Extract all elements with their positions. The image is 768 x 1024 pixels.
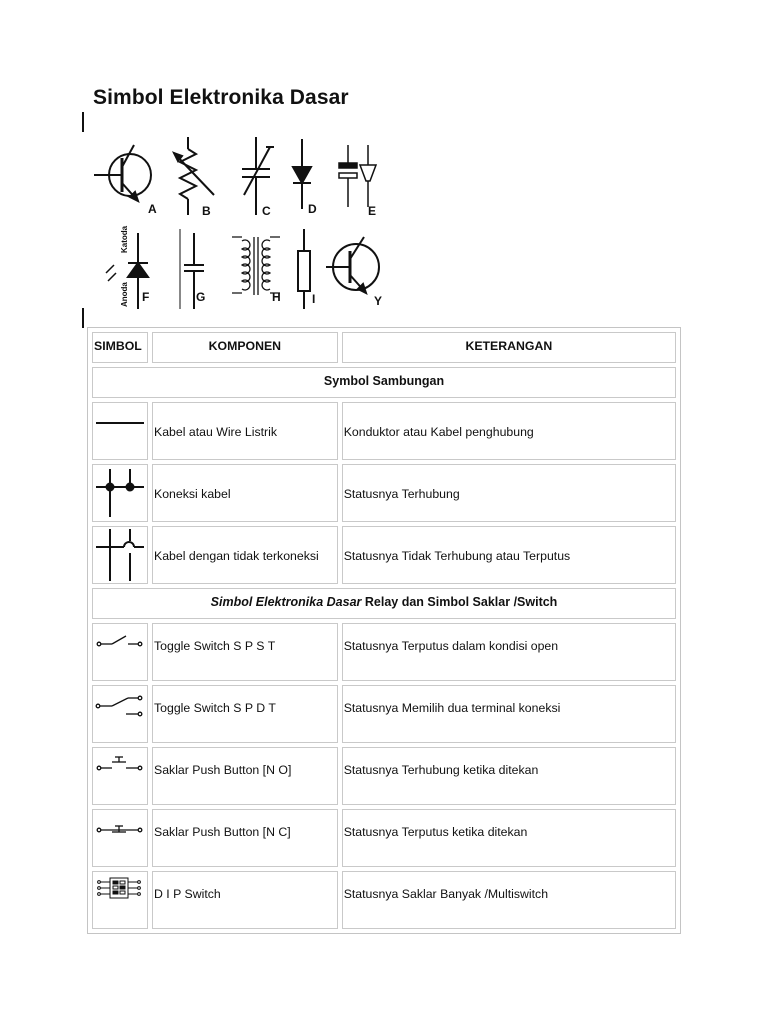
header-simbol: SIMBOL [92, 332, 148, 363]
transformer-symbol-h: H [232, 236, 281, 304]
dip-switch-symbol [92, 871, 148, 929]
row-keterangan: Statusnya Saklar Banyak /Multiswitch [341, 871, 676, 929]
table-row: Koneksi kabel Statusnya Terhubung [92, 464, 676, 522]
section-row: Symbol Sambungan [92, 367, 676, 398]
row-keterangan: Statusnya Terhubung [341, 464, 676, 522]
table-header-row: SIMBOL KOMPONEN KETERANGAN [92, 332, 676, 363]
row-keterangan: Statusnya Terputus dalam kondisi open [341, 623, 676, 681]
header-komponen: KOMPONEN [152, 332, 338, 363]
symbol-label: B [202, 204, 211, 218]
row-komponen: Saklar Push Button [N O] [152, 747, 338, 805]
symbol-label: E [368, 204, 376, 218]
row-keterangan: Statusnya Terhubung ketika ditekan [341, 747, 676, 805]
transistor-symbol-y: Y [326, 236, 382, 308]
symbol-label: D [308, 202, 317, 216]
row-komponen: Toggle Switch S P D T [152, 685, 338, 743]
capacitor-symbol-g: G [179, 229, 205, 309]
symbol-label: F [142, 290, 149, 304]
row-keterangan: Statusnya Terputus ketika ditekan [341, 809, 676, 867]
section-title-saklar: Simbol Elektronika Dasar Relay dan Simbo… [92, 588, 676, 619]
symbol-label: Y [374, 294, 382, 308]
table-row: Saklar Push Button [N C] Statusnya Terpu… [92, 809, 676, 867]
symbol-label: H [272, 290, 281, 304]
table-row: Saklar Push Button [N O] Statusnya Terhu… [92, 747, 676, 805]
table-row: D I P Switch Statusnya Saklar Banyak /Mu… [92, 871, 676, 929]
symbol-label: I [312, 292, 315, 306]
led-symbol-f: Katoda Anoda F [105, 225, 150, 309]
row-komponen: D I P Switch [152, 871, 338, 929]
text-cursor-mark [82, 308, 84, 328]
variable-resistor-symbol-b: B [171, 137, 215, 218]
push-button-no-symbol [92, 747, 148, 805]
row-keterangan: Statusnya Memilih dua terminal koneksi [341, 685, 676, 743]
push-button-nc-symbol [92, 809, 148, 867]
symbol-label: G [196, 290, 205, 304]
table-row: Toggle Switch S P D T Statusnya Memilih … [92, 685, 676, 743]
page-title: Simbol Elektronika Dasar [93, 86, 349, 109]
row-komponen: Saklar Push Button [N C] [152, 809, 338, 867]
wire-symbol [92, 402, 148, 460]
crossover-symbol [92, 526, 148, 584]
transistor-symbol-a: A [94, 144, 157, 216]
row-komponen: Kabel dengan tidak terkoneksi [152, 526, 338, 584]
symbol-label: A [148, 202, 157, 216]
section-title-italic: Simbol Elektronika Dasar [210, 595, 362, 609]
row-komponen: Toggle Switch S P S T [152, 623, 338, 681]
junction-symbol [92, 464, 148, 522]
row-keterangan: Statusnya Tidak Terhubung atau Terputus [341, 526, 676, 584]
row-komponen: Kabel atau Wire Listrik [152, 402, 338, 460]
section-title-rest: Relay dan Simbol Saklar /Switch [361, 595, 558, 609]
section-title-sambungan: Symbol Sambungan [92, 367, 676, 398]
variable-capacitor-symbol-c: C [242, 137, 274, 218]
spdt-switch-symbol [92, 685, 148, 743]
row-keterangan: Konduktor atau Kabel penghubung [341, 402, 676, 460]
section-row: Simbol Elektronika Dasar Relay dan Simbo… [92, 588, 676, 619]
table-row: Toggle Switch S P S T Statusnya Terputus… [92, 623, 676, 681]
diode-symbol-d: D [291, 139, 317, 216]
spst-switch-symbol [92, 623, 148, 681]
header-keterangan: KETERANGAN [341, 332, 676, 363]
symbols-table: SIMBOL KOMPONEN KETERANGAN Symbol Sambun… [87, 327, 681, 934]
text-cursor-mark [82, 112, 84, 132]
table-row: Kabel dengan tidak terkoneksi Statusnya … [92, 526, 676, 584]
symbol-label: C [262, 204, 271, 218]
capacitor-symbol-e: E [338, 145, 378, 218]
led-cathode-label: Katoda [120, 225, 129, 253]
table-row: Kabel atau Wire Listrik Konduktor atau K… [92, 402, 676, 460]
resistor-symbol-i: I [297, 229, 315, 309]
electronic-symbols-image: A B C D [90, 125, 390, 315]
led-anode-label: Anoda [120, 282, 129, 307]
row-komponen: Koneksi kabel [152, 464, 338, 522]
